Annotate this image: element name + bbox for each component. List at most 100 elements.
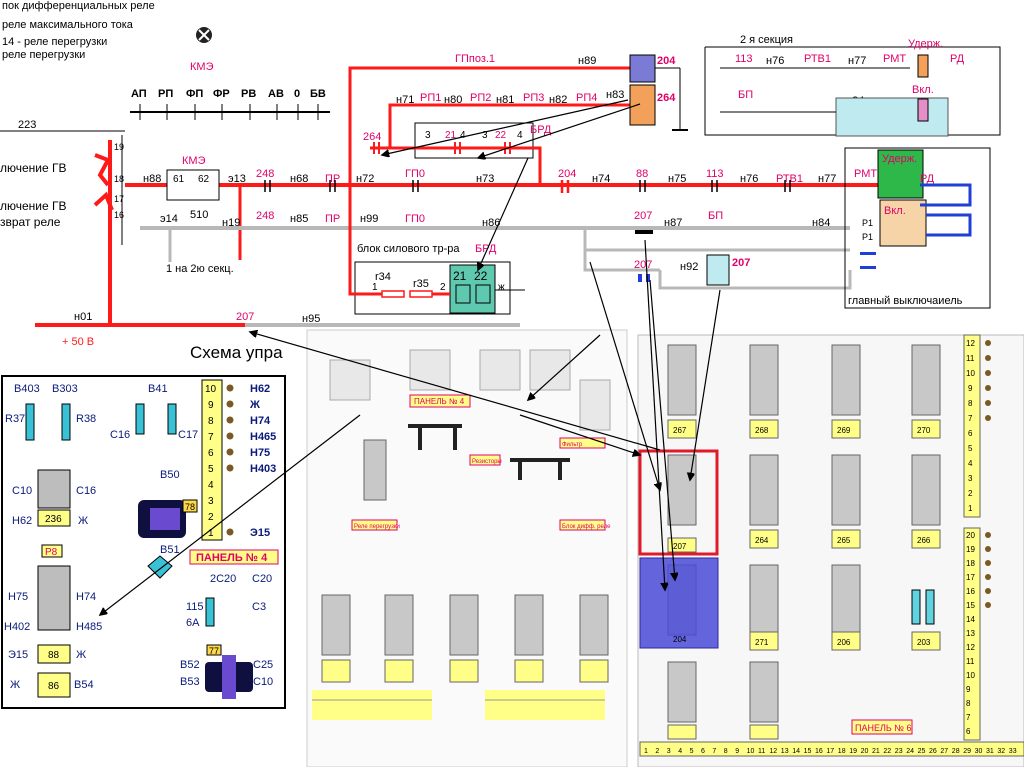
bottom-terminal-num: 14 [792,748,800,755]
zh: ж [498,282,505,293]
lamp-cross-icon [198,29,210,41]
p4-e15: Э15 [8,649,28,661]
gv-uderzh: Удерж. [882,153,917,165]
p4-term-n: 4 [208,480,214,491]
p4-zh3: Ж [10,679,20,691]
mid-tag: Реле перегрузки [354,524,400,530]
highlight-207-label: 207 [673,542,687,551]
gv-uderzh-box [877,149,924,199]
legend-line-1: пок дифференциальных реле [2,0,155,12]
term-right: 12 [966,339,975,348]
term-right: 12 [966,643,975,652]
bottom-terminal-num: 31 [986,748,994,755]
relay-wire: н80 [444,94,462,106]
term-right: 14 [966,615,975,624]
kme-row-label: КМЭ [182,155,206,167]
kme-box-62: 62 [198,174,210,185]
wire: н76 [740,173,758,185]
bottom-terminal-num: 29 [963,748,971,755]
pin-1: 1 [372,282,378,293]
term-right: 4 [968,459,973,468]
mid-panel-label: ПАНЕЛЬ № 4 [414,397,465,406]
p4-b303: В303 [52,383,78,395]
bus-label: АП [131,88,147,100]
term-right: 7 [968,414,973,423]
wire: н99 [360,213,378,225]
k248a: 248 [256,168,274,180]
term-right: 20 [966,531,975,540]
wire-n92: н92 [680,261,698,273]
relay-wire: н71 [396,94,414,106]
plus-50v: + 50 В [62,336,94,348]
relay-label: РП3 [523,92,544,104]
main-breaker: Удерж. РД Вкл. Р1 Р1 главный выключаиель [844,147,991,309]
p4-n402: Н402 [4,621,30,633]
wire: н68 [290,173,308,185]
p4-p8: P8 [45,547,58,558]
k21: 21 [453,269,467,283]
gv-vkl: Вкл. [884,205,906,217]
bottom-terminal-num: 8 [724,748,728,755]
pin-19: 19 [114,142,124,152]
p4-term-n: 8 [208,416,214,427]
sec2-vkl-box [835,97,949,137]
p4-77: 77 [209,646,219,656]
p4-c16a: C16 [110,429,130,441]
bottom-terminal-num: 1 [644,748,648,755]
p4-zh2: Ж [76,649,86,661]
mid-panel: ПАНЕЛЬ № 4 Реле перегрузки Блок дифф. ре… [306,329,628,767]
pr-a: ПР [325,173,340,185]
rmt: РМТ [854,168,877,180]
sec2-vkl: Вкл. [912,84,934,96]
bottom-terminal-num: 4 [678,748,682,755]
bus-label: ФП [186,88,203,100]
gv-frame [844,147,991,309]
p4-term-n: 9 [208,400,214,411]
brd-upper: БРД [530,124,552,136]
wire-n89: н89 [578,55,596,67]
num-510: 510 [190,209,208,221]
arrows [100,99,721,615]
p4-n62: Н62 [12,515,32,527]
p4-term-l: Ж [249,399,260,411]
relay-264-box [629,84,656,126]
term-right: 3 [968,474,973,483]
kme-top-label: КМЭ [190,61,214,73]
wire: н86 [482,217,500,229]
bottom-terminal-num: 2 [655,748,659,755]
bottom-terminal-num: 16 [815,748,823,755]
relay-wire: н82 [549,94,567,106]
relay-21-22 [449,264,496,314]
p4-115: 115 [186,601,204,613]
wire: н74 [592,173,610,185]
rp-label-c: 206 [837,638,851,647]
right-panel: 267 268 269 270 264 265 266 271 206 203 … [637,334,1024,767]
bottom-terminal-num: 11 [758,748,765,755]
contact-num: 4 [517,130,523,141]
power-block-brd: БРД [475,243,497,255]
bottom-terminal-num: 21 [872,748,880,755]
relay-204-box [629,54,656,83]
gpo-a: ГП0 [405,168,425,180]
pin-17: 17 [114,194,124,204]
bottom-n95: н95 [302,313,320,325]
scheme-title: Схема упра [190,343,283,362]
rp-label-b: 266 [917,536,931,545]
legend-line-2: реле максимального тока [2,19,134,31]
k207c: 207 [634,259,652,271]
r35: r35 [413,278,429,290]
p4-term-n: 1 [208,528,214,539]
bus-label: РП [158,88,173,100]
p4-c20: С20 [252,573,272,585]
rtv1: РТВ1 [776,173,803,185]
p4-b51: В51 [160,544,180,556]
k88: 88 [636,168,648,180]
bus-label: БВ [310,88,326,100]
p4-b50: В50 [160,469,180,481]
p4-term-n: 10 [205,384,217,395]
relay-264-label: 264 [657,92,676,104]
bottom-terminal-num: 13 [781,748,789,755]
bottom-wire: 207 н95 Схема упра [190,311,520,362]
k22: 22 [474,269,488,283]
